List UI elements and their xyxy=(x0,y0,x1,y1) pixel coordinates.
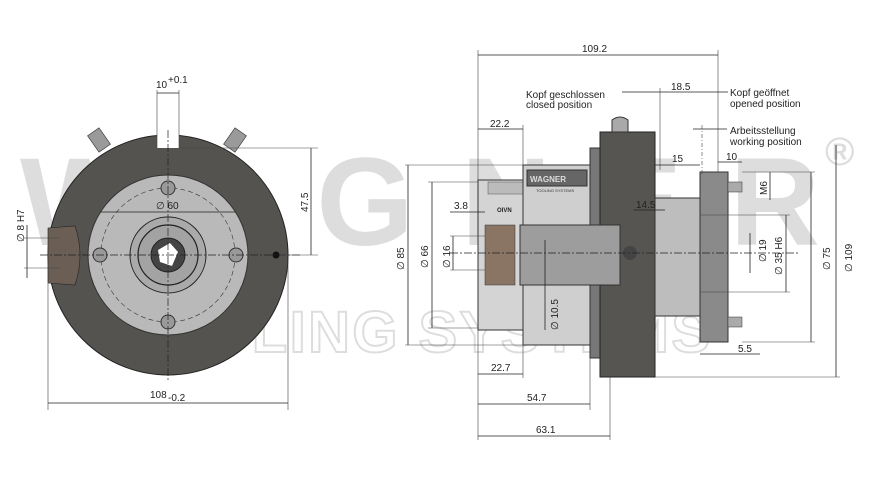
svg-text:working position: working position xyxy=(729,137,802,148)
svg-text:109.2: 109.2 xyxy=(582,44,607,55)
svg-text:OIVN: OIVN xyxy=(497,208,512,214)
svg-text:∅ 8 H7: ∅ 8 H7 xyxy=(16,209,27,242)
front-view: 10 +0.1 ∅ 60 47.5 ∅ 8 H7 108 -0.2 xyxy=(16,75,318,410)
svg-text:M6: M6 xyxy=(759,181,770,195)
svg-text:closed position: closed position xyxy=(526,100,592,111)
svg-text:∅ 60: ∅ 60 xyxy=(156,201,179,212)
svg-text:14.5: 14.5 xyxy=(636,200,656,211)
svg-text:®: ® xyxy=(825,130,854,174)
svg-text:108: 108 xyxy=(150,390,167,401)
svg-text:3.8: 3.8 xyxy=(454,201,468,212)
svg-text:47.5: 47.5 xyxy=(300,192,311,212)
svg-text:Kopf geschlossen: Kopf geschlossen xyxy=(526,90,605,101)
side-view: WAGNER TOOLING SYSTEMS OIVN 109.2 Kopf g… xyxy=(396,44,855,440)
svg-text:WAGNER: WAGNER xyxy=(530,175,566,184)
svg-text:∅ 109: ∅ 109 xyxy=(844,243,855,272)
svg-text:54.7: 54.7 xyxy=(527,393,547,404)
svg-text:∅ 85: ∅ 85 xyxy=(396,247,407,270)
svg-text:Kopf geöffnet: Kopf geöffnet xyxy=(730,88,790,99)
svg-text:∅ 16: ∅ 16 xyxy=(442,245,453,268)
svg-text:opened position: opened position xyxy=(730,99,801,110)
svg-text:+0.1: +0.1 xyxy=(168,75,188,86)
svg-text:22.7: 22.7 xyxy=(491,363,511,374)
grease-nipple-left xyxy=(87,127,111,153)
svg-text:∅ 10.5: ∅ 10.5 xyxy=(550,299,561,330)
svg-text:18.5: 18.5 xyxy=(671,82,691,93)
svg-text:22.2: 22.2 xyxy=(490,119,510,130)
svg-text:15: 15 xyxy=(672,154,684,165)
svg-text:10: 10 xyxy=(726,152,738,163)
svg-text:TOOLING SYSTEMS: TOOLING SYSTEMS xyxy=(536,188,574,193)
svg-text:63.1: 63.1 xyxy=(536,425,556,436)
svg-text:∅ 75: ∅ 75 xyxy=(822,247,833,270)
svg-text:∅ 66: ∅ 66 xyxy=(420,245,431,268)
svg-text:10: 10 xyxy=(156,80,168,91)
svg-text:∅ 19: ∅ 19 xyxy=(758,239,769,262)
svg-text:∅ 35 H6: ∅ 35 H6 xyxy=(774,236,785,275)
svg-text:-0.2: -0.2 xyxy=(168,393,186,404)
svg-text:5.5: 5.5 xyxy=(738,344,752,355)
svg-text:Arbeitsstellung: Arbeitsstellung xyxy=(730,126,796,137)
